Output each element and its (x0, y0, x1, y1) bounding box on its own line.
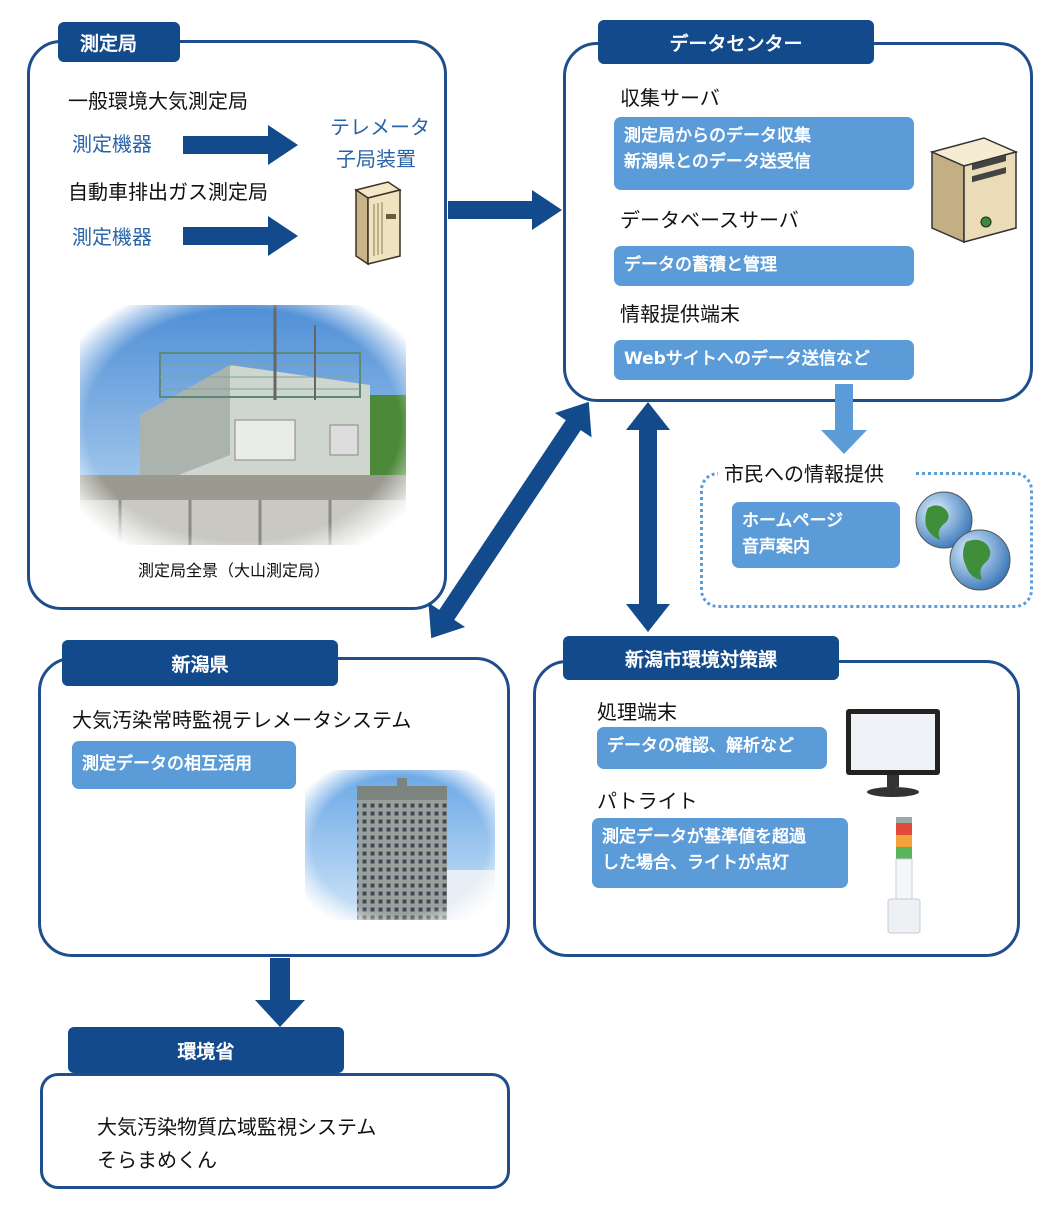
arrow-center-city (626, 402, 670, 632)
collection-desc-line1: 測定局からのデータ収集 (624, 126, 811, 146)
patlite-desc-box: 測定データが基準値を超過 した場合、ライトが点灯 (592, 818, 848, 888)
prefecture-desc-text: 測定データの相互活用 (82, 754, 252, 774)
info-terminal-label: 情報提供端末 (620, 302, 740, 326)
data-center-tab: データセンター (598, 20, 874, 64)
collection-desc-line2: 新潟県とのデータ送受信 (624, 152, 811, 173)
server-icon (929, 137, 1019, 244)
citizens-item-voice: 音声案内 (742, 537, 810, 558)
db-server-label: データベースサーバ (620, 208, 799, 232)
equipment1-label: 測定機器 (72, 132, 152, 156)
monitor-icon (846, 709, 940, 797)
ministry-tab: 環境省 (68, 1027, 344, 1073)
city-dept-panel (533, 660, 1020, 957)
signal-tower-icon (887, 817, 921, 934)
terminal-label: 処理端末 (597, 700, 677, 724)
telemeter-line1: テレメータ (330, 115, 430, 139)
citizens-item-homepage: ホームページ (742, 511, 844, 531)
arrow-equipment1 (183, 125, 298, 165)
station-tab: 測定局 (58, 22, 180, 62)
prefecture-tab: 新潟県 (62, 640, 338, 686)
station-photo (80, 305, 406, 545)
citizens-title-bg (718, 458, 914, 488)
patlite-label: パトライト (597, 789, 698, 813)
info-desc-box: Webサイトへのデータ送信など (614, 340, 914, 380)
equipment2-label: 測定機器 (72, 225, 152, 249)
telemeter-line2: 子局装置 (336, 147, 416, 171)
arrow-equipment2 (183, 216, 298, 256)
patlite-desc-line2: した場合、ライトが点灯 (602, 853, 789, 874)
terminal-desc-box: データの確認、解析など (597, 727, 827, 769)
arrow-prefecture-to-ministry (255, 958, 305, 1027)
citizens-title: 市民への情報提供 (724, 462, 884, 486)
ministry-system-line2: そらまめくん (97, 1148, 217, 1172)
db-desc-box: データの蓄積と管理 (614, 246, 914, 286)
ministry-system-line1: 大気汚染物質広域監視システム (97, 1115, 377, 1139)
city-dept-tab: 新潟市環境対策課 (563, 636, 839, 680)
arrow-center-prefecture (428, 401, 592, 639)
telemeter-unit-icon (354, 181, 402, 266)
prefecture-desc-box: 測定データの相互活用 (72, 741, 296, 789)
ministry-panel (40, 1073, 510, 1189)
arrow-station-to-center (448, 190, 562, 230)
roadside-station-label: 自動車排出ガス測定局 (68, 180, 268, 204)
patlite-desc-line1: 測定データが基準値を超過 (602, 827, 806, 847)
info-desc-text: Webサイトへのデータ送信など (624, 349, 870, 369)
collection-server-label: 収集サーバ (620, 86, 720, 110)
terminal-desc-text: データの確認、解析など (607, 736, 794, 756)
station-photo-caption: 測定局全景（大山測定局） (138, 561, 331, 580)
arrow-center-to-citizens (821, 384, 867, 454)
prefecture-building-photo (305, 770, 495, 920)
prefecture-system-label: 大気汚染常時監視テレメータシステム (72, 708, 412, 732)
globe-icon (915, 491, 1011, 591)
citizens-desc-box: ホームページ 音声案内 (732, 502, 900, 568)
general-station-label: 一般環境大気測定局 (68, 89, 248, 113)
db-desc-text: データの蓄積と管理 (624, 255, 777, 275)
collection-desc-box: 測定局からのデータ収集 新潟県とのデータ送受信 (614, 117, 914, 190)
